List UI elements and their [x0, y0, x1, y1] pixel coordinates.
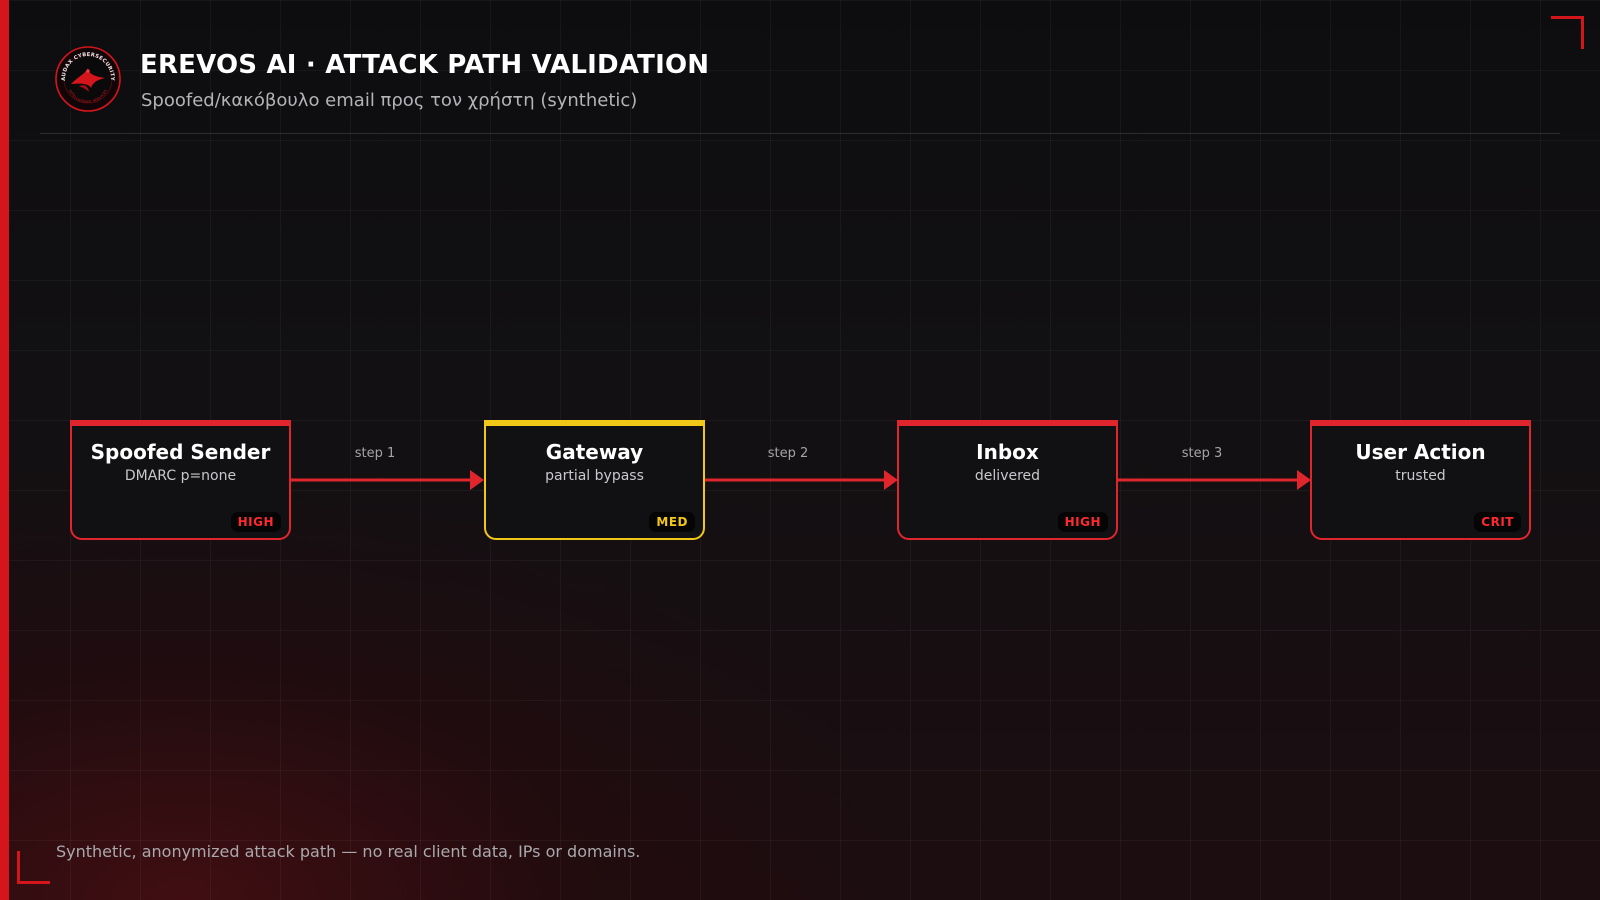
node-title: Inbox	[976, 440, 1039, 464]
severity-badge: HIGH	[230, 512, 281, 532]
page-title: EREVOS AI · ATTACK PATH VALIDATION	[140, 50, 710, 80]
node-user-action[interactable]: User Action trusted CRIT	[1310, 420, 1531, 540]
footer-disclaimer: Synthetic, anonymized attack path — no r…	[56, 842, 641, 861]
accent-sidebar-bar	[0, 0, 9, 900]
header-divider	[40, 133, 1560, 134]
node-gateway[interactable]: Gateway partial bypass MED	[484, 420, 705, 540]
severity-badge: MED	[649, 512, 695, 532]
node-subtitle: trusted	[1395, 468, 1446, 484]
severity-badge: HIGH	[1057, 512, 1108, 532]
severity-badge: CRIT	[1474, 512, 1521, 532]
node-subtitle: delivered	[974, 468, 1041, 484]
node-spoofed-sender[interactable]: Spoofed Sender DMARC p=none HIGH	[70, 420, 291, 540]
node-inbox[interactable]: Inbox delivered HIGH	[897, 420, 1118, 540]
edge-label-step-1: step 1	[354, 446, 396, 461]
audax-logo-icon: AUDAX CYBERSECURITY INTELLIGENCE SERVICE…	[55, 46, 121, 112]
node-subtitle: partial bypass	[545, 468, 644, 484]
edge-label-step-3: step 3	[1181, 446, 1223, 461]
node-title: Spoofed Sender	[90, 440, 271, 464]
corner-bracket-bottom-left	[17, 851, 50, 884]
node-title: Gateway	[545, 440, 644, 464]
edge-label-step-2: step 2	[767, 446, 809, 461]
corner-bracket-top-right	[1551, 16, 1584, 49]
node-title: User Action	[1355, 440, 1486, 464]
page-subtitle: Spoofed/κακόβουλο email προς τον χρήστη …	[141, 90, 638, 111]
node-subtitle: DMARC p=none	[124, 468, 237, 484]
